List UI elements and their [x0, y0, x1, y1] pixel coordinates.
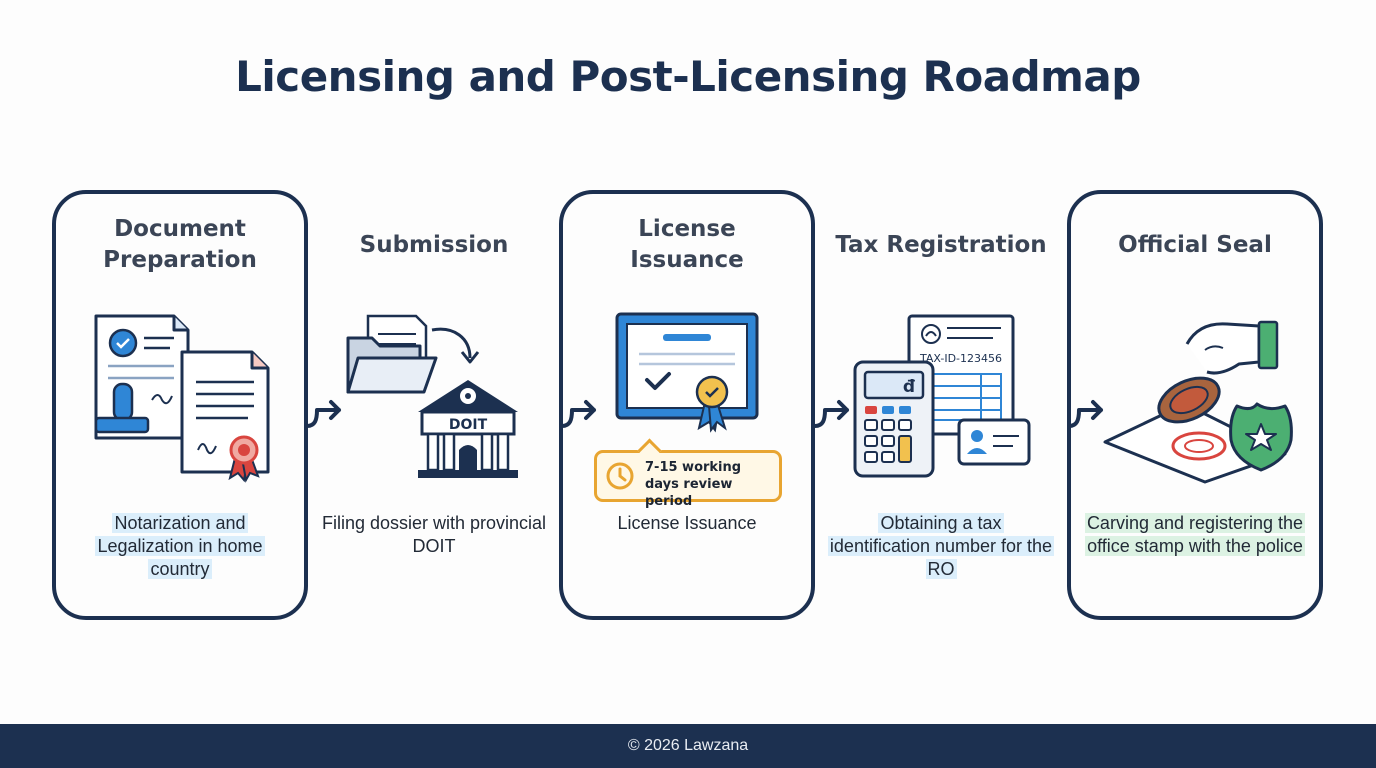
review-period-callout: 7-15 working days review period	[594, 438, 782, 509]
building-label: DOIT	[449, 417, 488, 433]
step-description: Filing dossier with provincial DOIT	[321, 513, 547, 556]
step-description: Carving and registering the office stamp…	[1084, 513, 1306, 556]
clock-icon	[606, 462, 634, 490]
tax-id-label: TAX-ID-123456	[919, 352, 1002, 365]
document-stamp-illustration	[94, 314, 270, 483]
seal-imprint	[1171, 431, 1227, 461]
arrow-right-icon	[1067, 400, 1103, 428]
certificate-icon	[615, 312, 759, 420]
tax-registration-illustration: TAX-ID-123456 đ	[853, 314, 1031, 478]
license-certificate-illustration	[615, 312, 759, 433]
step-license-issuance: License Issuance 7-15 working days revie…	[559, 190, 815, 620]
arrow-right-icon	[813, 400, 849, 428]
step-description: License Issuance	[617, 513, 757, 533]
ribbon-seal-icon	[228, 435, 260, 483]
step-tax-registration: Tax Registration TAX-ID-123456 đ	[813, 190, 1069, 620]
police-shield-icon	[1229, 402, 1293, 472]
step-title: Document Preparation	[103, 216, 257, 273]
stamp-in-hand-icon	[1157, 320, 1279, 424]
id-card-icon	[957, 418, 1031, 466]
step-title: Official Seal	[1118, 231, 1272, 258]
award-badge-icon	[695, 375, 729, 433]
step-description: Obtaining a tax identification number fo…	[827, 513, 1055, 579]
review-period-text: 7-15 working days review period	[645, 460, 742, 509]
currency-symbol: đ	[903, 377, 916, 397]
footer: © 2026 Lawzana	[0, 724, 1376, 768]
arrow-right-icon	[560, 400, 596, 428]
calculator-icon: đ	[853, 360, 935, 478]
step-official-seal: Official Seal Carving and registering th…	[1067, 190, 1323, 620]
official-seal-illustration	[1103, 320, 1293, 484]
step-submission: Submission DOIT Filing dossier with prov…	[306, 190, 562, 620]
step-document-preparation: Document Preparation	[52, 190, 308, 620]
copyright-text: © 2026 Lawzana	[627, 737, 749, 754]
step-title: Tax Registration	[835, 231, 1047, 258]
stamp-icon	[94, 382, 150, 434]
step-title: Submission	[359, 231, 509, 258]
submission-illustration: DOIT	[346, 314, 518, 478]
arrow-right-icon	[305, 400, 341, 428]
step-title: License Issuance	[630, 216, 744, 273]
page-title: Licensing and Post-Licensing Roadmap	[235, 52, 1141, 101]
step-description: Notarization and Legalization in home co…	[95, 513, 265, 579]
government-building-icon: DOIT	[418, 380, 518, 478]
folder-icon	[346, 314, 438, 394]
